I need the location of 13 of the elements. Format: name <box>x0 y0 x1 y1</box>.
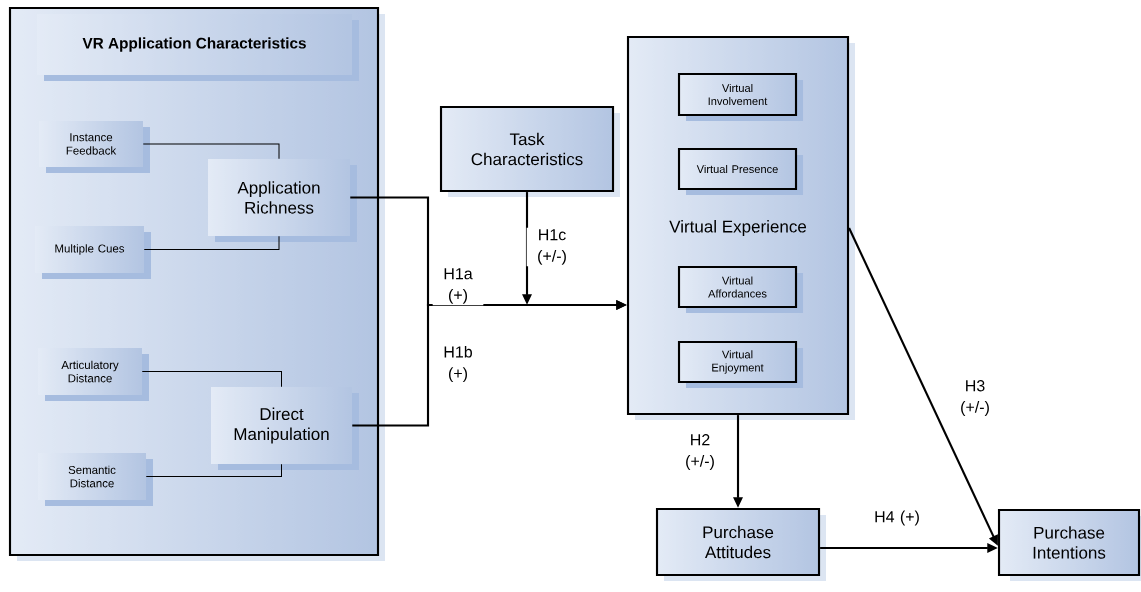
dimension-box: Virtual Presence <box>677 147 803 195</box>
construct-box: Purchase Intentions <box>997 508 1141 581</box>
construct-box: Purchase Attitudes <box>655 507 826 581</box>
dimension-box: Virtual Affordances <box>677 265 803 313</box>
edge-label: H1a (+) <box>432 266 484 306</box>
dimension-box: Virtual Enjoyment <box>677 340 803 388</box>
edge-label: H1b (+) <box>432 344 484 384</box>
dimension-box: Virtual Involvement <box>677 72 803 121</box>
edge-label: H2 (+/-) <box>674 432 726 472</box>
edge-label: H3 (+/-) <box>949 378 1001 418</box>
edge-label: H4 (+) <box>871 509 923 527</box>
construct-box: Task Characteristics <box>439 105 620 197</box>
edge-label: H1c (+/-) <box>526 227 578 267</box>
